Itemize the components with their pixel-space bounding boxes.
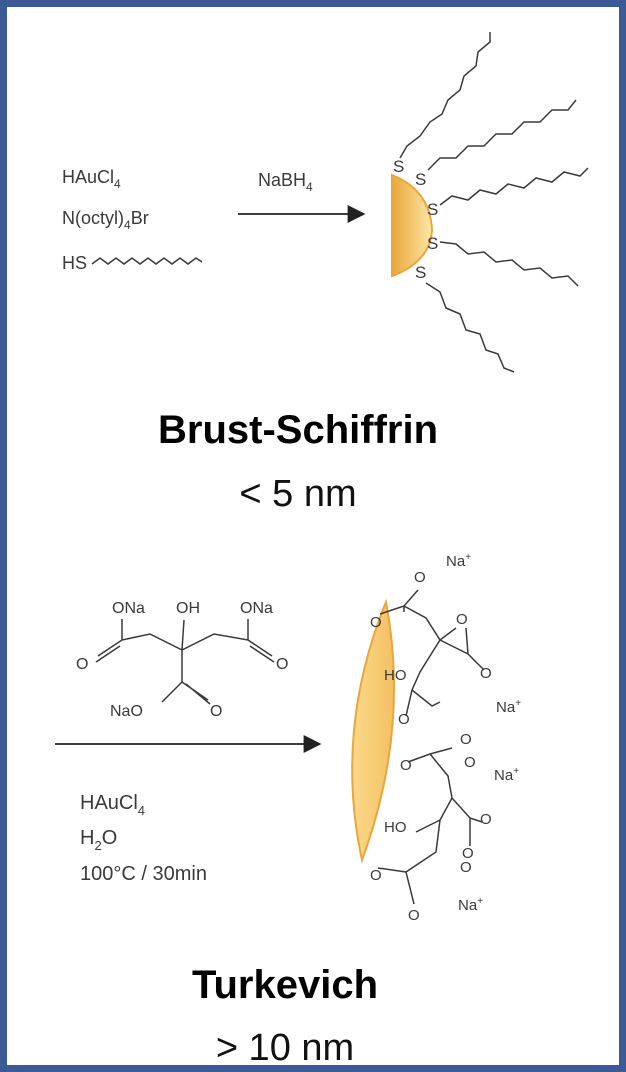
reagent-octyl-bromide: N(octyl)4Br bbox=[62, 208, 149, 232]
na-ion-1: Na+ bbox=[446, 552, 471, 570]
turkevich-reaction: ONa OH ONa O O NaO O HAuCl4 H2O 100°C / … bbox=[55, 552, 521, 1069]
citrate-ona-right: ONa bbox=[240, 600, 273, 617]
thiol-chain bbox=[91, 257, 203, 265]
carboxylate-o-2: O bbox=[480, 665, 492, 682]
turkevich-size: > 10 nm bbox=[216, 1027, 354, 1069]
na-ion-4: Na+ bbox=[458, 896, 483, 914]
reagent-haucl4: HAuCl4 bbox=[62, 167, 121, 191]
arrow-reagent-nabh4: NaBH4 bbox=[258, 170, 313, 194]
alkyl-chain-1 bbox=[399, 32, 491, 159]
sulfur-label-1: S bbox=[393, 157, 404, 176]
carboxyl-o-3: O bbox=[460, 731, 472, 748]
carboxylate-o-5: O bbox=[460, 859, 472, 876]
carboxyl-o-2: O bbox=[456, 611, 468, 628]
carboxylate-o-4: O bbox=[400, 757, 412, 774]
condition-temperature: 100°C / 30min bbox=[80, 863, 207, 885]
alkyl-chain-2 bbox=[427, 99, 577, 171]
sulfur-label-5: S bbox=[415, 263, 426, 282]
alkyl-chain-4 bbox=[439, 241, 579, 287]
carboxylate-o-3: O bbox=[398, 711, 410, 728]
gold-particle-large bbox=[351, 598, 395, 864]
reagent-thiol: HS bbox=[62, 253, 87, 273]
brust-title: Brust-Schiffrin bbox=[158, 408, 438, 452]
citrate-oh: OH bbox=[176, 600, 200, 617]
surface-citrate-bonds bbox=[377, 589, 485, 905]
hydroxyl-1: HO bbox=[384, 667, 407, 684]
alkyl-chain-5 bbox=[425, 282, 515, 373]
citrate-bonds bbox=[95, 619, 275, 705]
alkyl-chain-3 bbox=[439, 167, 589, 206]
carboxyl-o-5: O bbox=[480, 811, 492, 828]
citrate-o-bottom: O bbox=[210, 703, 222, 720]
carboxyl-o-4: O bbox=[464, 754, 476, 771]
condition-haucl4: HAuCl4 bbox=[80, 792, 145, 818]
carboxyl-o-7: O bbox=[462, 845, 474, 862]
carboxyl-o-6: O bbox=[408, 907, 420, 924]
condition-water: H2O bbox=[80, 827, 117, 853]
brust-size: < 5 nm bbox=[239, 473, 356, 515]
gold-particle-small bbox=[391, 173, 434, 278]
turkevich-title: Turkevich bbox=[192, 963, 378, 1007]
hydroxyl-2: HO bbox=[384, 819, 407, 836]
citrate-nao: NaO bbox=[110, 703, 143, 720]
na-ion-2: Na+ bbox=[496, 698, 521, 716]
citrate-o-left: O bbox=[76, 656, 88, 673]
sulfur-label-3: S bbox=[427, 200, 438, 219]
sulfur-label-2: S bbox=[415, 170, 426, 189]
brust-reaction: HAuCl4 N(octyl)4Br HS NaBH4 S S S S S Br… bbox=[62, 32, 589, 515]
citrate-o-right: O bbox=[276, 656, 288, 673]
sulfur-label-4: S bbox=[427, 234, 438, 253]
citrate-ona-left: ONa bbox=[112, 600, 145, 617]
carboxylate-o-1: O bbox=[370, 614, 382, 631]
carboxylate-o-6: O bbox=[370, 867, 382, 884]
carboxyl-o-1: O bbox=[414, 569, 426, 586]
na-ion-3: Na+ bbox=[494, 766, 519, 784]
